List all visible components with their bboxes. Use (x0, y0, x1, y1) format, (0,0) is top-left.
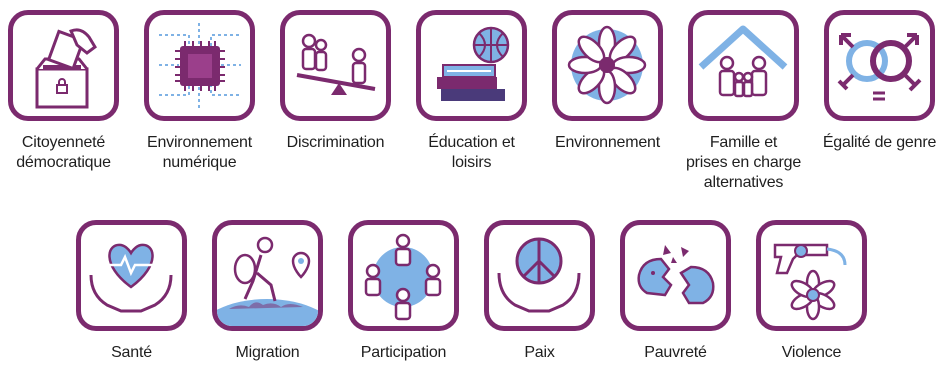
broken-piggy-icon (620, 220, 731, 331)
tile-migration[interactable]: Migration (212, 220, 323, 363)
heart-hands-icon (76, 220, 187, 331)
tile-discrimination[interactable]: Discrimination (280, 10, 391, 153)
tile-label: Paix (524, 344, 555, 361)
gun-flower-icon (756, 220, 867, 331)
tile-participation[interactable]: Participation (348, 220, 459, 363)
tile-violence[interactable]: Violence (756, 220, 867, 363)
tile-label: Environnement (554, 134, 661, 151)
flower-icon (552, 10, 663, 121)
tile-label: Santé (111, 344, 152, 361)
books-ball-icon (416, 10, 527, 121)
people-circle-icon (348, 220, 459, 331)
migrant-globe-icon (212, 220, 323, 331)
tile-label: Violence (781, 344, 842, 361)
microchip-icon (144, 10, 255, 121)
tile-egalite[interactable]: Égalité de genre (823, 10, 936, 153)
tile-label: Participation (360, 344, 447, 361)
tile-paix[interactable]: Paix (484, 220, 595, 363)
tile-label: Pauvreté (644, 344, 707, 361)
tile-label: Égalité de genre (822, 134, 937, 151)
family-house-icon (688, 10, 799, 121)
tile-sante[interactable]: Santé (76, 220, 187, 363)
seesaw-icon (280, 10, 391, 121)
tile-label: Discrimination (286, 134, 385, 151)
tile-environnement[interactable]: Environnement (552, 10, 663, 153)
ballot-box-icon (8, 10, 119, 121)
tile-pauvrete[interactable]: Pauvreté (620, 220, 731, 363)
tile-label: Migration (235, 344, 300, 361)
gender-symbols-icon (824, 10, 935, 121)
peace-hands-icon (484, 220, 595, 331)
